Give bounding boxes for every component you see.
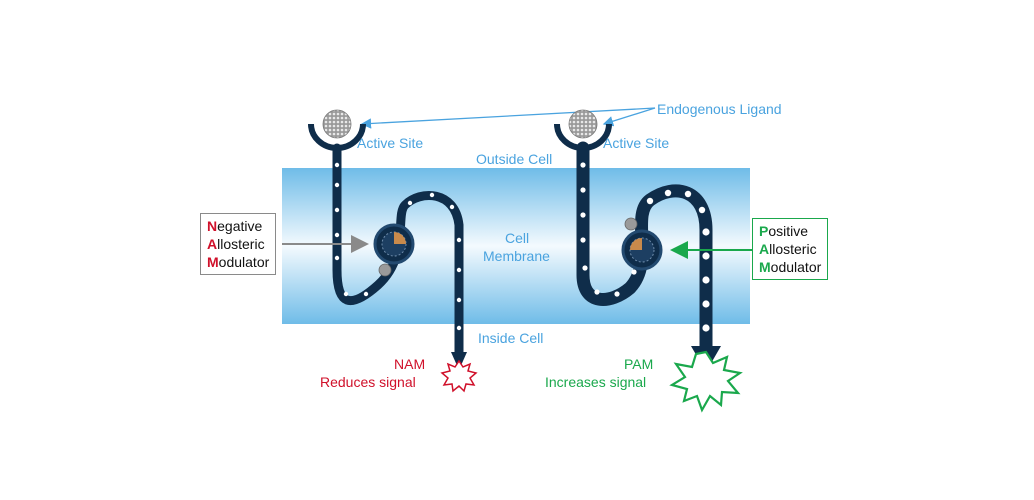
pam-effect-label: Increases signal	[545, 374, 647, 390]
receptor-left	[308, 109, 467, 370]
allosteric-site-icon	[621, 229, 663, 271]
nam-effect-label: Reduces signal	[320, 374, 416, 390]
signal-burst-icon-pam	[669, 350, 743, 413]
endogenous-ligand-label: Endogenous Ligand	[657, 101, 782, 117]
outside-cell-label: Outside Cell	[476, 151, 553, 167]
pam-line-1: Positive	[759, 223, 809, 239]
nam-modulator-bound	[378, 263, 392, 277]
nam-line-1: Negative	[207, 218, 263, 234]
nam-abbrev-label: NAM	[394, 356, 426, 372]
inside-cell-label: Inside Cell	[478, 330, 544, 346]
pam-legend-box: Positive Allosteric Modulator	[752, 218, 829, 280]
active-site-label-right: Active Site	[603, 135, 670, 151]
ligand-pointer-right	[602, 107, 656, 127]
pam-abbrev-label: PAM	[624, 356, 654, 372]
pam-line-3: Modulator	[759, 259, 822, 275]
ligand-pointer-left	[360, 107, 656, 129]
ligand-icon	[322, 109, 352, 139]
nam-line-2: Allosteric	[207, 236, 265, 252]
signal-burst-icon-nam	[440, 359, 478, 393]
pam-line-2: Allosteric	[759, 241, 817, 257]
nam-legend-box: Negative Allosteric Modulator	[200, 213, 277, 275]
allosteric-site-icon	[373, 223, 415, 265]
cell-membrane-label-line1: Cell	[505, 230, 530, 246]
receptor-right	[554, 109, 721, 372]
active-site-label-left: Active Site	[357, 135, 424, 151]
ligand-icon	[568, 109, 598, 139]
cell-membrane-label-line2: Membrane	[483, 248, 550, 264]
nam-line-3: Modulator	[207, 254, 270, 270]
pam-modulator-bound	[624, 217, 638, 231]
